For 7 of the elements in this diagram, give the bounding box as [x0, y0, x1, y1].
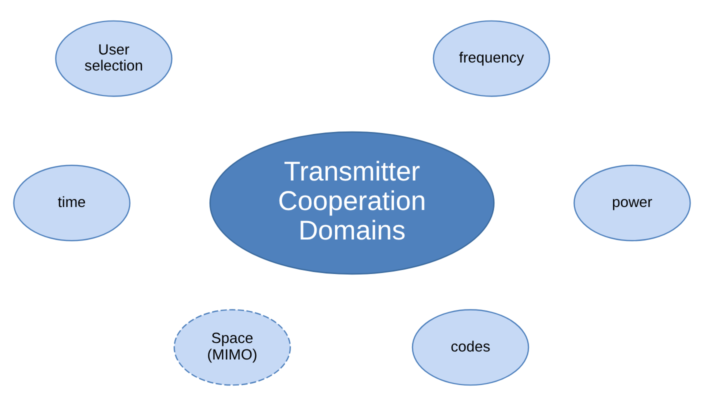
node-ellipse: time [13, 164, 130, 242]
node-ellipse: frequency [432, 20, 550, 97]
node-ellipse: User selection [55, 20, 172, 97]
node-ellipse: codes [412, 309, 530, 386]
node-ellipse: Space (MIMO) [174, 309, 291, 386]
node-ellipse: power [574, 164, 691, 242]
node-ellipse: Transmitter Cooperation Domains [209, 131, 495, 275]
